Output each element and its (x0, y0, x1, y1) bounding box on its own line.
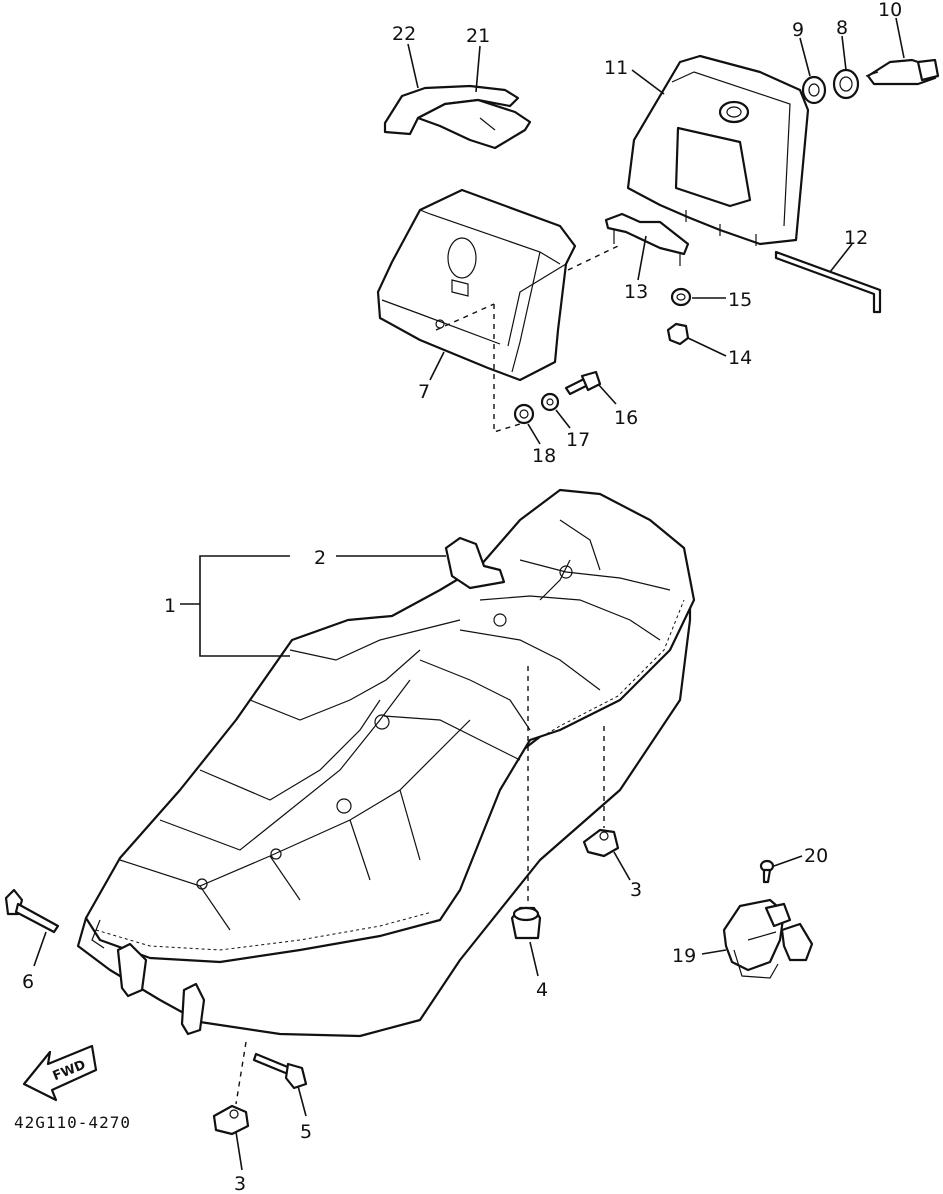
callout-2: 2 (314, 547, 326, 569)
part-5-bolt (252, 1052, 308, 1090)
leader-20 (773, 855, 803, 867)
callout-5: 5 (300, 1121, 312, 1143)
leader-21 (475, 45, 481, 93)
dash-7-13 (567, 245, 619, 271)
leader-12 (829, 243, 853, 273)
part-20-screw (759, 859, 775, 884)
leader-11 (631, 69, 665, 95)
part-9-washer (801, 75, 827, 105)
callout-9: 9 (792, 19, 804, 41)
part-7-cover (376, 188, 577, 382)
part-13-bracket (604, 212, 690, 266)
dash-7-hole (435, 303, 495, 331)
callout-10: 10 (878, 0, 902, 21)
leader-19 (701, 949, 727, 955)
callout-22: 22 (392, 23, 416, 45)
callout-3-left: 3 (234, 1173, 246, 1194)
leader-10 (895, 17, 905, 59)
part-4-damper (510, 906, 542, 940)
bracket-1 (199, 555, 290, 657)
leader-3-left (235, 1131, 243, 1171)
leader-22 (407, 43, 419, 89)
leader-9 (799, 37, 811, 77)
part-11-tray (626, 54, 810, 246)
fwd-arrow-icon: FWD (22, 1044, 98, 1102)
part-10-lock-cylinder (865, 58, 940, 86)
dash-7-inner (493, 304, 521, 433)
callout-16: 16 (614, 407, 638, 429)
part-3-clip-right (582, 828, 620, 858)
part-12-rod (774, 250, 882, 314)
leader-8 (841, 35, 847, 71)
leader-18 (527, 423, 541, 445)
callout-7: 7 (418, 381, 430, 403)
callout-1: 1 (164, 595, 176, 617)
callout-12: 12 (844, 227, 868, 249)
callout-20: 20 (804, 845, 828, 867)
part-8-nut (832, 68, 860, 100)
leader-14 (687, 337, 727, 357)
callout-15: 15 (728, 289, 752, 311)
part-18-washer (513, 403, 535, 425)
callout-11: 11 (604, 57, 628, 79)
callout-14: 14 (728, 347, 752, 369)
leader-3-right (613, 851, 631, 881)
part-3-clip-left (212, 1104, 250, 1136)
part-15-nut (670, 287, 692, 307)
diagram-code: 42G110-4270 (14, 1113, 131, 1132)
callout-13: 13 (624, 281, 648, 303)
callout-6: 6 (22, 971, 34, 993)
leader-13 (637, 235, 647, 281)
callout-3-right: 3 (630, 879, 642, 901)
part-22-strap (383, 84, 520, 136)
part-2-strap (444, 536, 506, 590)
part-14-nut (666, 322, 690, 346)
leader-17 (555, 409, 571, 429)
part-1-seat (76, 488, 696, 1038)
callout-8: 8 (836, 17, 848, 39)
callout-21: 21 (466, 25, 490, 47)
leader-4 (529, 941, 539, 977)
part-6-bolt (4, 888, 60, 934)
part-21-bracket (416, 98, 532, 150)
part-19-latch (722, 898, 814, 979)
leader-16 (597, 383, 617, 405)
leader-7 (429, 351, 445, 381)
leader-5 (297, 1085, 307, 1117)
dash-3-left (235, 1041, 247, 1105)
leader-6 (33, 931, 47, 967)
part-16-bolt (564, 370, 602, 396)
callout-4: 4 (536, 979, 548, 1001)
callout-19: 19 (672, 945, 696, 967)
callout-17: 17 (566, 429, 590, 451)
callout-18: 18 (532, 445, 556, 467)
part-17-washer (540, 392, 560, 412)
